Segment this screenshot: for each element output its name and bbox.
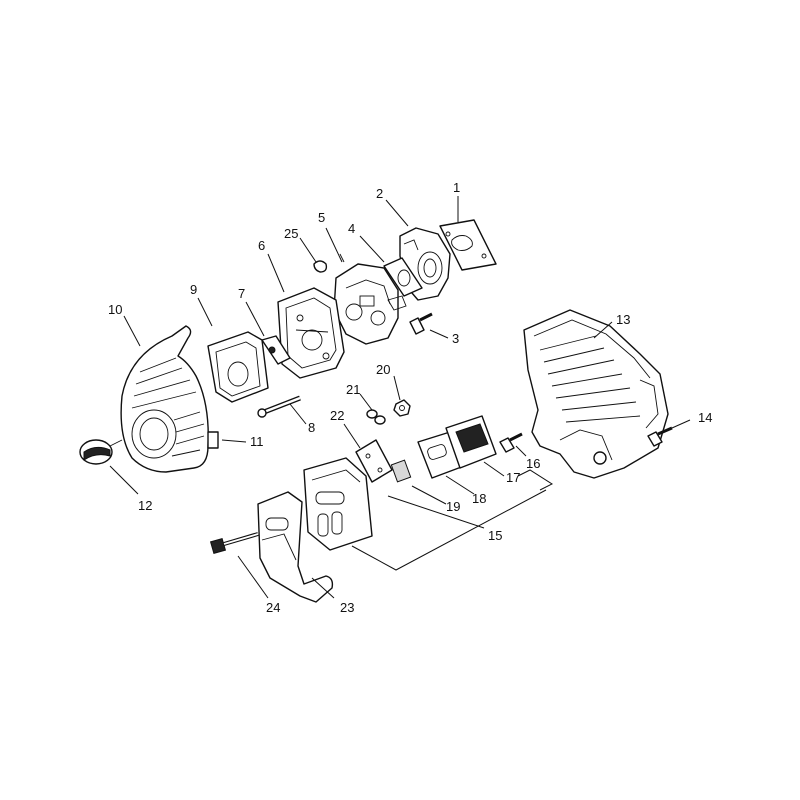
part-6-air-cleaner-base	[277, 287, 345, 379]
callout-15: 15	[488, 528, 502, 543]
part-14-screw	[647, 426, 673, 447]
part-15-muffler	[303, 457, 373, 551]
leader-lines	[109, 196, 691, 599]
callout-2: 2	[376, 186, 383, 201]
part-3-screw	[409, 312, 433, 335]
callout-25: 25	[284, 226, 298, 241]
callout-11: 11	[250, 434, 264, 449]
part-19-screen	[390, 459, 412, 483]
callout-3: 3	[452, 331, 459, 346]
part-16-screw	[499, 432, 523, 453]
callout-18: 18	[472, 491, 486, 506]
callout-labels: 1 2 3 4 5 6 7 8 9 10 11 12 13 14 15 16 1…	[108, 180, 712, 615]
part-23-heat-shield	[257, 491, 334, 603]
part-12-knob	[79, 439, 123, 465]
part-24-bolt	[209, 532, 259, 555]
callout-7: 7	[238, 286, 245, 301]
callout-21: 21	[346, 382, 360, 397]
callout-20: 20	[376, 362, 390, 377]
callout-19: 19	[446, 499, 460, 514]
part-13-cylinder-cover	[523, 309, 669, 479]
part-4-gasket	[383, 257, 423, 297]
part-20-nut	[393, 399, 411, 417]
callout-6: 6	[258, 238, 265, 253]
cover-fins	[539, 335, 641, 423]
callout-4: 4	[348, 221, 355, 236]
part-11-label	[207, 431, 219, 449]
callout-9: 9	[190, 282, 197, 297]
part-21-washers	[366, 409, 386, 425]
part-25-clip	[313, 260, 328, 273]
part-8-bolt	[257, 395, 301, 418]
part-17-flange	[445, 415, 497, 469]
callout-16: 16	[526, 456, 540, 471]
part-9-air-filter	[207, 331, 269, 403]
callout-8: 8	[308, 420, 315, 435]
callout-13: 13	[616, 312, 630, 327]
callout-23: 23	[340, 600, 354, 615]
part-10-air-cleaner-cover	[120, 325, 209, 473]
part-22-gasket	[355, 439, 393, 483]
callout-5: 5	[318, 210, 325, 225]
cover-vents	[131, 357, 205, 457]
callout-17: 17	[506, 470, 520, 485]
callout-14: 14	[698, 410, 712, 425]
part-1-gasket	[439, 219, 497, 271]
callout-12: 12	[138, 498, 152, 513]
callout-24: 24	[266, 600, 280, 615]
callout-22: 22	[330, 408, 344, 423]
callout-10: 10	[108, 302, 122, 317]
callout-1: 1	[453, 180, 460, 195]
part-7-choke-plate	[261, 335, 291, 365]
